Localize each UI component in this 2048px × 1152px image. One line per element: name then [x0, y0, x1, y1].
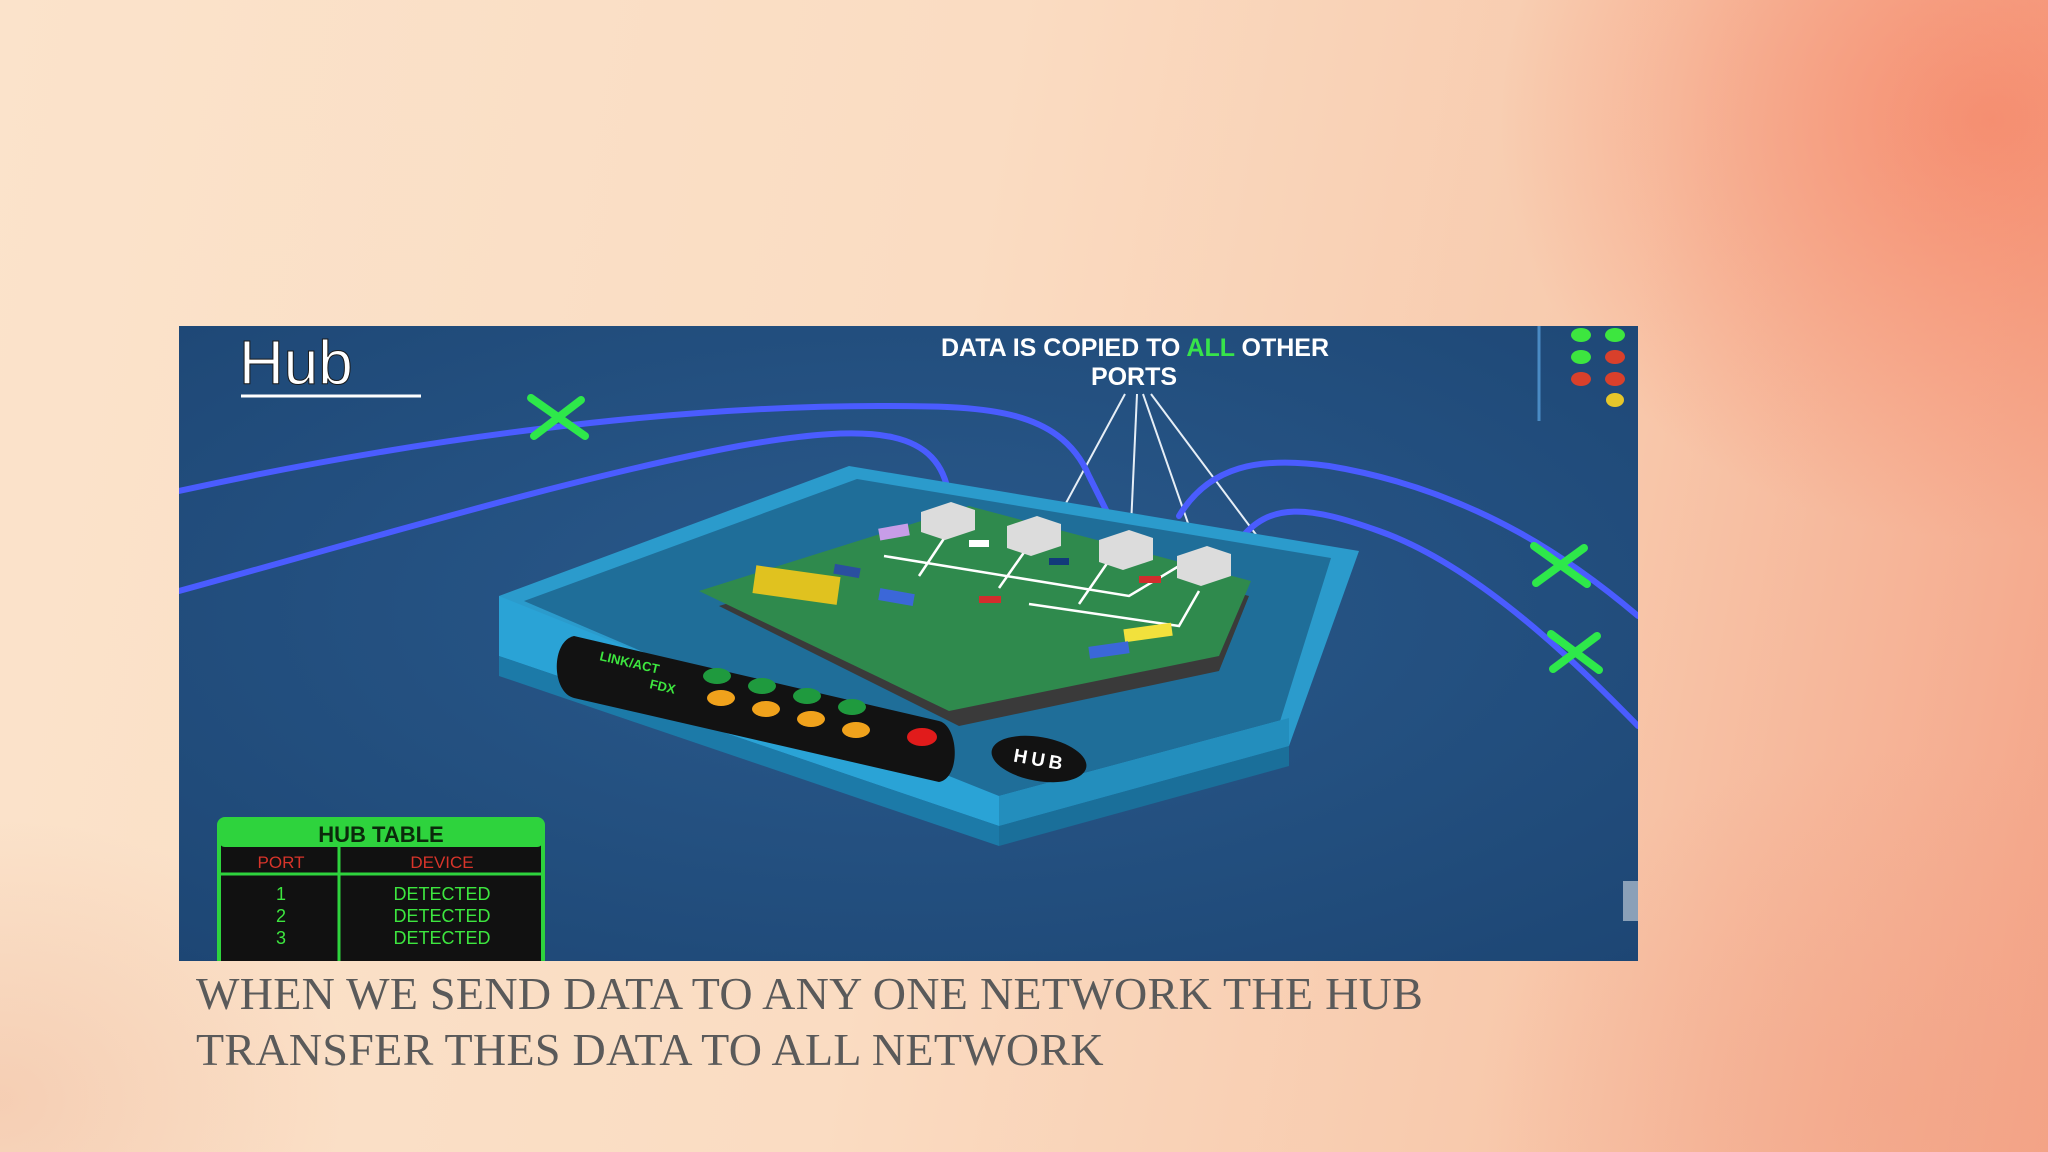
- network-cables: [179, 402, 1638, 729]
- table-row-device: DETECTED: [393, 928, 490, 948]
- table-row-device: DETECTED: [393, 906, 490, 926]
- table-row-port: 3: [276, 928, 286, 948]
- hub-table-title: HUB TABLE: [318, 822, 443, 847]
- hub-table-device-header: DEVICE: [410, 853, 473, 872]
- annotation-line2: PORTS: [1091, 363, 1177, 391]
- hub-badge: [991, 735, 1087, 783]
- hub-table-port-header: PORT: [258, 853, 305, 872]
- table-row-device: DETECTED: [393, 884, 490, 904]
- front-panel-leds: [703, 668, 937, 746]
- table-row-port: 1: [276, 884, 286, 904]
- figure-title: Hub: [239, 329, 353, 398]
- table-row-port: 2: [276, 906, 286, 926]
- annotation-line1: DATA IS COPIED TO ALL OTHER: [941, 334, 1329, 362]
- caption-line-1: WHEN WE SEND DATA TO ANY ONE NETWORK THE…: [196, 968, 1424, 1019]
- signal-markers: [527, 394, 1603, 674]
- fdx-label: FDX: [648, 676, 677, 697]
- status-led-grid: [1571, 328, 1625, 407]
- hub-device: LINK/ACT FDX HUB: [499, 466, 1359, 846]
- caption-line-2: TRANSFER THES DATA TO ALL NETWORK: [196, 1024, 1104, 1075]
- hub-illustration: Hub DATA IS COPIED TO ALL OTHER PORTS: [179, 326, 1638, 961]
- edge-fragment: [1623, 881, 1638, 921]
- slide-caption: WHEN WE SEND DATA TO ANY ONE NETWORK THE…: [196, 966, 1696, 1078]
- hub-table: HUB TABLE PORT DEVICE 1 DETECTED 2 DETEC…: [217, 817, 545, 961]
- hub-ports: [921, 502, 1231, 586]
